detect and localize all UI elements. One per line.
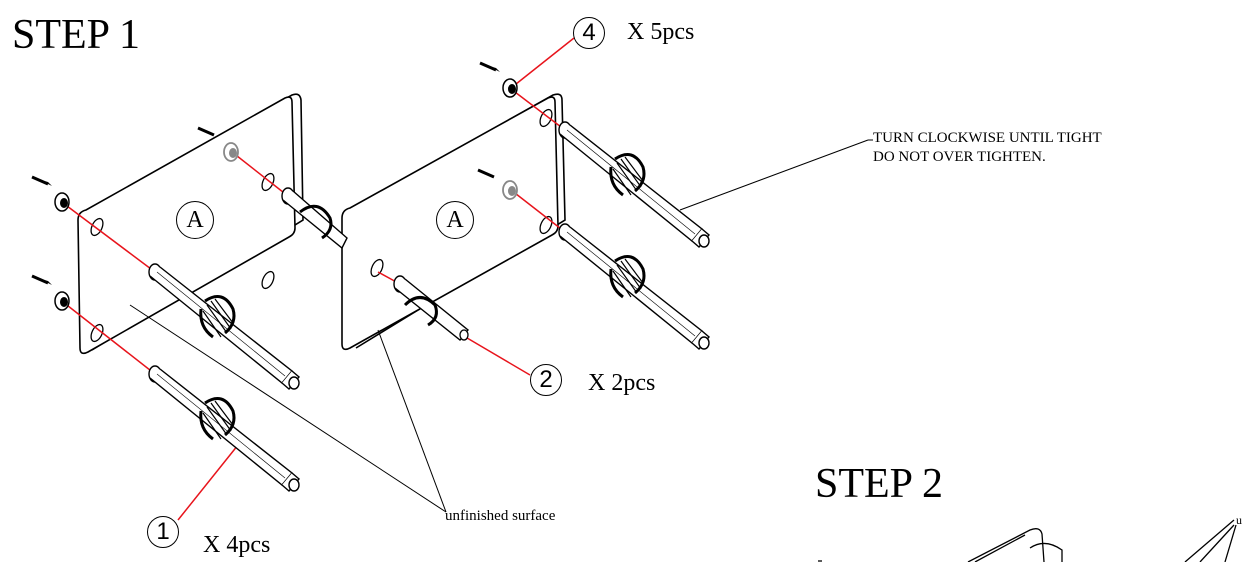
part-number-4: 4 [573, 17, 605, 49]
part-quantity-2: X 2pcs [588, 370, 656, 396]
screw-gray-icon [197, 126, 518, 200]
part-number-1: 1 [147, 516, 179, 548]
screw-icon [478, 61, 519, 99]
panel-label-a: A [436, 201, 474, 239]
step-1-title: STEP 1 [12, 12, 140, 58]
tighten-note-line1: TURN CLOCKWISE UNTIL TIGHT [873, 130, 1102, 146]
part-number-2: 2 [530, 364, 562, 396]
standoff-rod [147, 364, 301, 493]
standoff-rod [393, 275, 469, 341]
leader-lines [129, 139, 873, 513]
part-quantity-4: X 5pcs [627, 19, 695, 45]
screw-icon [30, 175, 71, 213]
standoff-rod [557, 222, 711, 351]
part-quantity-1: X 4pcs [203, 532, 271, 558]
surface-note: unfinished surface [445, 508, 556, 524]
cropped-label-fragment: u [1236, 513, 1242, 527]
standoff-rod [281, 187, 348, 250]
step2-preview [818, 519, 1237, 562]
screw-icon [30, 274, 71, 312]
standoff-rod [557, 120, 711, 249]
step-2-title: STEP 2 [815, 461, 943, 507]
panel-label-a: A [176, 201, 214, 239]
tighten-note-line2: DO NOT OVER TIGHTEN. [873, 149, 1046, 165]
guide-lines [62, 37, 575, 521]
standoff-rod [147, 262, 301, 391]
